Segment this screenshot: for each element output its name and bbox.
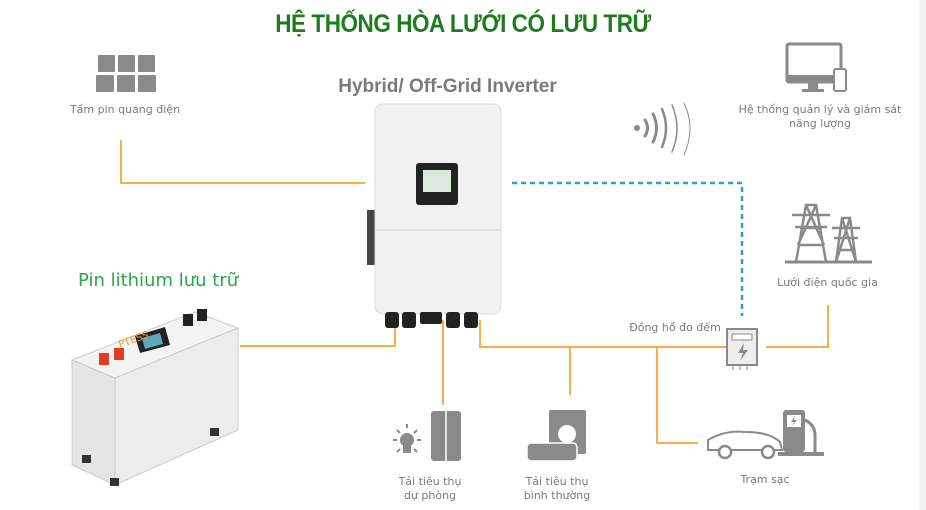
backup-load-label-line2: dự phòng <box>403 489 457 502</box>
solar-label: Tấm pin quang điện <box>69 103 181 116</box>
monitoring-label-line1: Hệ thống quản lý và giám sát <box>738 103 902 116</box>
normal-load-label-line1: Tải tiêu thụ <box>525 475 589 488</box>
normal-load-label: Tải tiêu thụ bình thường <box>502 475 612 503</box>
inverter-title: Hybrid/ Off-Grid Inverter <box>338 76 557 97</box>
wireless-signal-icon <box>634 102 691 156</box>
monitoring-label-line2: năng lượng <box>789 117 851 130</box>
energy-meter-icon <box>726 328 758 370</box>
grid-bus-line <box>479 320 727 348</box>
power-tower-icon <box>785 203 872 264</box>
solar-line <box>120 140 365 184</box>
battery-title: Pin lithium lưu trữ <box>78 270 239 291</box>
inverter-icon <box>367 103 502 328</box>
solar-panel-icon <box>96 55 156 92</box>
backup-load-label-line1: Tải tiêu thụ <box>398 475 462 488</box>
backup-load-icon <box>393 411 461 461</box>
page-title: HỆ THỐNG HÒA LƯỚI CÓ LƯU TRỮ <box>275 10 651 38</box>
backup-load-label: Tải tiêu thụ dự phòng <box>375 475 485 503</box>
right-border <box>919 0 926 510</box>
charger-line <box>656 347 698 444</box>
data-line <box>512 181 744 316</box>
meter-label: Đồng hồ đo đếm <box>629 321 721 334</box>
normal-load-icon <box>526 410 586 462</box>
normal-load-label-line2: bình thường <box>523 489 591 502</box>
battery-line <box>240 320 396 347</box>
charger-label: Trạm sạc <box>740 473 790 486</box>
monitoring-label: Hệ thống quản lý và giám sát năng lượng <box>725 103 915 131</box>
monitor-icon <box>785 42 847 92</box>
battery-icon: PTESS <box>70 309 240 486</box>
grid-label: Lưới điện quốc gia <box>777 276 878 289</box>
ev-charger-icon <box>707 410 824 460</box>
grid-line <box>766 305 829 348</box>
